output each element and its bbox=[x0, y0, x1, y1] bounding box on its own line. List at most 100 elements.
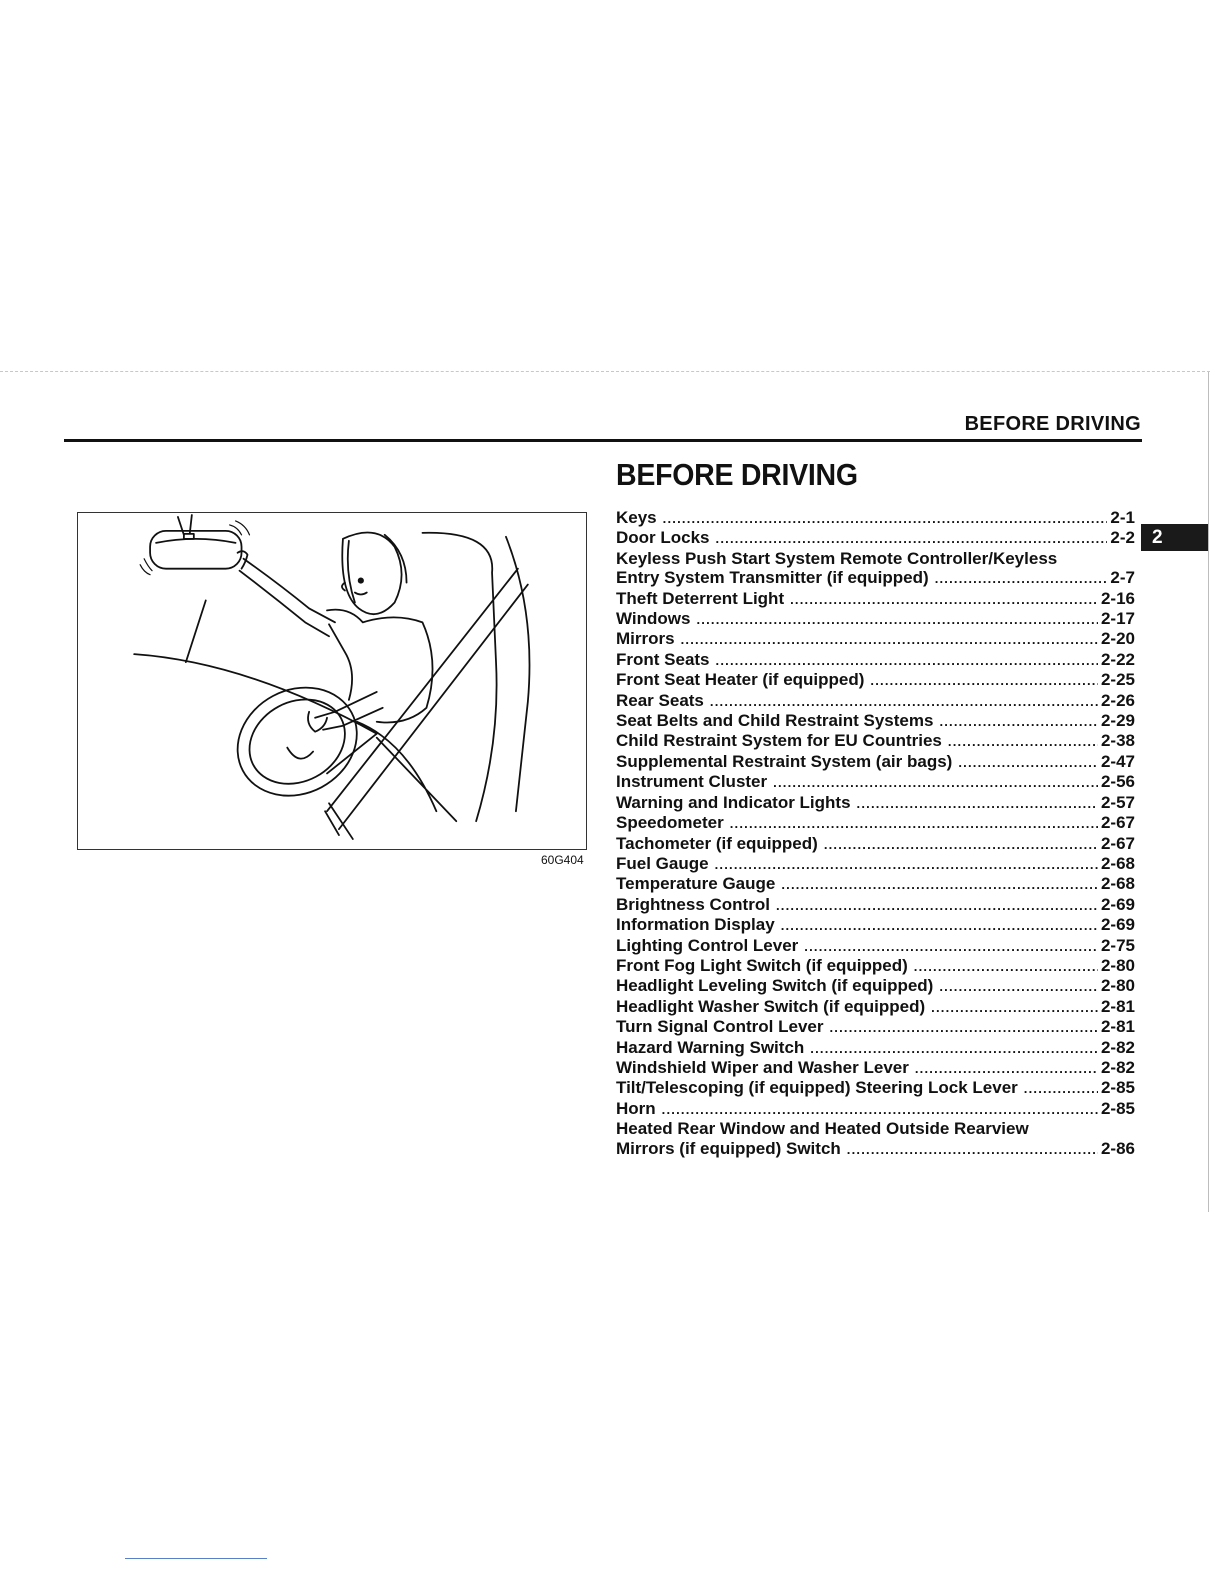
toc-entry-title: Windows bbox=[616, 609, 691, 629]
toc-dot-leader bbox=[939, 977, 1098, 996]
toc-dot-leader bbox=[931, 998, 1098, 1017]
toc-dot-leader bbox=[914, 957, 1098, 976]
toc-dot-leader bbox=[663, 509, 1108, 528]
toc-entry[interactable]: Warning and Indicator Lights2-57 bbox=[616, 793, 1135, 813]
toc-entry[interactable]: Hazard Warning Switch2-82 bbox=[616, 1038, 1135, 1058]
toc-entry-title: Rear Seats bbox=[616, 690, 704, 710]
toc-dot-leader bbox=[948, 732, 1098, 751]
toc-entry-title: Heated Rear Window and Heated Outside Re… bbox=[616, 1119, 1029, 1139]
toc-entry-page: 2-47 bbox=[1100, 751, 1135, 771]
toc-entry-page: 2-82 bbox=[1100, 1037, 1135, 1057]
toc-entry-page: 2-68 bbox=[1100, 853, 1135, 873]
toc-entry-title: Turn Signal Control Lever bbox=[616, 1017, 824, 1037]
toc-entry-page: 2-85 bbox=[1100, 1098, 1135, 1118]
toc-dot-leader bbox=[716, 529, 1108, 548]
toc-entry[interactable]: Door Locks2-2 bbox=[616, 528, 1135, 548]
toc-dot-leader bbox=[810, 1039, 1098, 1058]
toc-dot-leader bbox=[716, 651, 1098, 670]
toc-entry[interactable]: Fuel Gauge 2-68 bbox=[616, 854, 1135, 874]
toc-entry-page: 2-67 bbox=[1100, 833, 1135, 853]
toc-entry-page: 2-86 bbox=[1100, 1138, 1135, 1158]
toc-entry[interactable]: Lighting Control Lever2-75 bbox=[616, 936, 1135, 956]
toc-dot-leader bbox=[776, 896, 1098, 915]
toc-entry[interactable]: Speedometer2-67 bbox=[616, 813, 1135, 833]
toc-entry-title: Brightness Control bbox=[616, 894, 770, 914]
toc-entry[interactable]: Front Seat Heater (if equipped)2-25 bbox=[616, 670, 1135, 690]
toc-dot-leader bbox=[710, 692, 1098, 711]
toc-entry[interactable]: Keys 2-1 bbox=[616, 508, 1135, 528]
toc-entry[interactable]: Entry System Transmitter (if equipped) 2-… bbox=[616, 568, 1135, 588]
header-rule bbox=[64, 439, 1142, 442]
toc-entry-page: 2-1 bbox=[1110, 508, 1135, 527]
toc-entry-page: 2-69 bbox=[1100, 915, 1135, 935]
toc-entry-title: Horn bbox=[616, 1098, 656, 1118]
toc-entry-title: Front Seat Heater (if equipped) bbox=[616, 670, 865, 690]
toc-entry-title: Front Seats bbox=[616, 649, 710, 669]
toc-entry-page: 2-16 bbox=[1100, 588, 1135, 608]
toc-entry[interactable]: Windows 2-17 bbox=[616, 609, 1135, 629]
toc-entry[interactable]: Brightness Control2-69 bbox=[616, 895, 1135, 915]
toc-entry-page: 2-17 bbox=[1100, 609, 1135, 629]
toc-entry-page: 2-38 bbox=[1100, 731, 1135, 751]
toc-entry-page: 2-7 bbox=[1110, 568, 1135, 588]
toc-entry[interactable]: Mirrors (if equipped) Switch 2-86 bbox=[616, 1139, 1135, 1159]
toc-entry-title: Information Display bbox=[616, 915, 775, 935]
toc-dot-leader bbox=[715, 855, 1098, 874]
toc-entry-title: Instrument Cluster bbox=[616, 772, 768, 792]
toc-entry-title: Keys bbox=[616, 508, 657, 527]
toc-dot-leader bbox=[939, 712, 1098, 731]
toc-entry[interactable]: Turn Signal Control Lever 2-81 bbox=[616, 1017, 1135, 1037]
toc-dot-leader bbox=[870, 671, 1098, 690]
toc-entry-title: Child Restraint System for EU Countries bbox=[616, 731, 942, 751]
chapter-tab: 2 bbox=[1141, 524, 1208, 551]
toc-entry-title: Mirrors bbox=[616, 629, 675, 649]
scan-artifact-top-line bbox=[0, 371, 1210, 372]
toc-entry[interactable]: Headlight Leveling Switch (if equipped) 2… bbox=[616, 976, 1135, 996]
toc-entry[interactable]: Horn 2-85 bbox=[616, 1099, 1135, 1119]
toc-entry-title: Tilt/Telescoping (if equipped) Steering … bbox=[616, 1078, 1018, 1098]
toc-entry[interactable]: Keyless Push Start System Remote Control… bbox=[616, 549, 1135, 568]
toc-entry[interactable]: Front Fog Light Switch (if equipped)2-80 bbox=[616, 956, 1135, 976]
toc-dot-leader bbox=[790, 590, 1098, 609]
toc-dot-leader bbox=[681, 630, 1098, 649]
chapter-tab-number: 2 bbox=[1152, 527, 1163, 548]
toc-entry-page: 2-81 bbox=[1100, 996, 1135, 1016]
toc-entry-title: Entry System Transmitter (if equipped) bbox=[616, 568, 929, 588]
toc-dot-leader bbox=[935, 569, 1108, 588]
toc-entry-page: 2-80 bbox=[1100, 976, 1135, 996]
toc-entry-page: 2-67 bbox=[1100, 813, 1135, 833]
toc-entry[interactable]: Heated Rear Window and Heated Outside Re… bbox=[616, 1119, 1135, 1138]
toc-entry[interactable]: Rear Seats2-26 bbox=[616, 691, 1135, 711]
toc-entry[interactable]: Headlight Washer Switch (if equipped)2-8… bbox=[616, 997, 1135, 1017]
toc-dot-leader bbox=[958, 753, 1098, 772]
toc-entry-title: Windshield Wiper and Washer Lever bbox=[616, 1057, 909, 1077]
toc-entry-page: 2-81 bbox=[1100, 1017, 1135, 1037]
toc-entry[interactable]: Theft Deterrent Light2-16 bbox=[616, 589, 1135, 609]
toc-entry[interactable]: Windshield Wiper and Washer Lever 2-82 bbox=[616, 1058, 1135, 1078]
toc-entry[interactable]: Mirrors2-20 bbox=[616, 629, 1135, 649]
toc-entry-title: Mirrors (if equipped) Switch bbox=[616, 1138, 841, 1158]
toc-entry[interactable]: Instrument Cluster2-56 bbox=[616, 772, 1135, 792]
toc-dot-leader bbox=[662, 1100, 1098, 1119]
toc-entry[interactable]: Temperature Gauge2-68 bbox=[616, 874, 1135, 894]
chapter-title: BEFORE DRIVING bbox=[616, 457, 858, 492]
driver-illustration bbox=[133, 514, 531, 840]
toc-entry[interactable]: Tilt/Telescoping (if equipped) Steering … bbox=[616, 1078, 1135, 1098]
toc-entry[interactable]: Supplemental Restraint System (air bags)… bbox=[616, 752, 1135, 772]
running-head: BEFORE DRIVING bbox=[964, 413, 1141, 435]
toc-entry[interactable]: Child Restraint System for EU Countries 2… bbox=[616, 731, 1135, 751]
toc-entry-page: 2-57 bbox=[1100, 792, 1135, 812]
toc-entry[interactable]: Seat Belts and Child Restraint Systems2-… bbox=[616, 711, 1135, 731]
toc-entry[interactable]: Tachometer (if equipped)2-67 bbox=[616, 834, 1135, 854]
toc-entry-title: Fuel Gauge bbox=[616, 853, 709, 873]
toc-entry-page: 2-85 bbox=[1100, 1078, 1135, 1098]
toc-entry-title: Door Locks bbox=[616, 528, 710, 548]
scan-artifact-bottom-line bbox=[125, 1558, 267, 1559]
toc-entry-page: 2-82 bbox=[1100, 1057, 1135, 1077]
toc-entry-title: Headlight Leveling Switch (if equipped) bbox=[616, 976, 934, 996]
rearview-mirror-shape bbox=[149, 529, 243, 570]
toc-dot-leader bbox=[857, 794, 1098, 813]
toc-entry[interactable]: Information Display 2-69 bbox=[616, 915, 1135, 935]
toc-dot-leader bbox=[781, 875, 1098, 894]
toc-entry[interactable]: Front Seats2-22 bbox=[616, 650, 1135, 670]
